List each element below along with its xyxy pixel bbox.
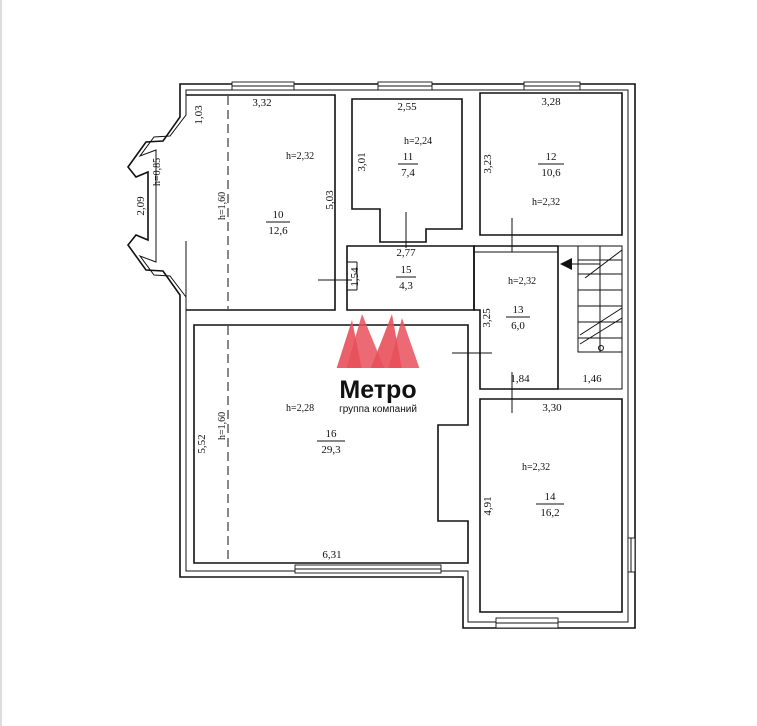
room-number: 15: [401, 264, 413, 276]
dimension: 3,28: [541, 96, 561, 108]
room-number: 14: [545, 491, 557, 503]
dimension: 1,03: [193, 105, 205, 125]
dimension: 1,54: [349, 267, 361, 287]
logo-tagline: группа компаний: [339, 404, 417, 415]
room-16-outline: [193, 324, 469, 564]
room-area: 4,3: [399, 280, 413, 292]
dimension: 2,55: [397, 101, 417, 113]
door-marks: [318, 212, 513, 413]
room-area: 12,6: [268, 225, 288, 237]
ceiling-height: h=2,28: [286, 403, 314, 414]
dimension: 3,32: [252, 97, 271, 109]
ceiling-height: h=2,24: [404, 136, 432, 147]
company-logo: Метро группа компаний: [335, 314, 421, 415]
dimension: 1,84: [510, 373, 530, 385]
dimension-labels: 3,32 5,03 1,03 2,09 2,55 3,01 3,28 3,23 …: [135, 96, 602, 561]
slope-height: h=1,60: [217, 192, 228, 220]
dimension: 5,03: [324, 190, 336, 210]
room-number: 12: [546, 151, 557, 163]
slope-height: h=1,60: [217, 412, 228, 440]
dimension: 4,91: [482, 496, 494, 515]
logo-name: Метро: [339, 376, 416, 404]
dimension: 5,52: [196, 434, 208, 453]
bay-height: h=0,85: [152, 158, 163, 186]
ceiling-height: h=2,32: [532, 197, 560, 208]
room-area: 7,4: [401, 167, 415, 179]
room-14-outline: [479, 398, 623, 613]
dimension: 1,46: [582, 373, 602, 385]
stair-arrow-icon: [560, 258, 572, 270]
room-area: 29,3: [321, 444, 341, 456]
room-number: 16: [326, 428, 338, 440]
room-10-outline: [185, 94, 336, 311]
room-number: 13: [513, 304, 525, 316]
dimension: 6,31: [322, 549, 341, 561]
ceiling-height: h=2,32: [286, 151, 314, 162]
room-labels: 10 12,6 11 7,4 12 10,6 13 6,0 14 16,2 15…: [266, 151, 564, 519]
windows: [231, 81, 636, 629]
dimension: 2,09: [135, 196, 147, 216]
dimension: 3,23: [482, 154, 494, 174]
room-area: 6,0: [511, 320, 525, 332]
room-area: 16,2: [540, 507, 559, 519]
dimension: 3,25: [481, 308, 493, 328]
height-labels: h=2,32 h=2,24 h=2,32 h=2,32 h=2,32 h=2,2…: [152, 136, 560, 473]
room-area: 10,6: [541, 167, 561, 179]
room-12-outline: [479, 92, 623, 236]
ceiling-height: h=2,32: [508, 276, 536, 287]
room-number: 11: [403, 151, 414, 163]
room-number: 10: [273, 209, 285, 221]
ceiling-height: h=2,32: [522, 462, 550, 473]
staircase: [560, 245, 623, 353]
dimension: 2,77: [396, 247, 416, 259]
room-11-outline: [351, 98, 463, 243]
dimension: 3,30: [542, 402, 562, 414]
dimension: 3,01: [356, 152, 368, 171]
